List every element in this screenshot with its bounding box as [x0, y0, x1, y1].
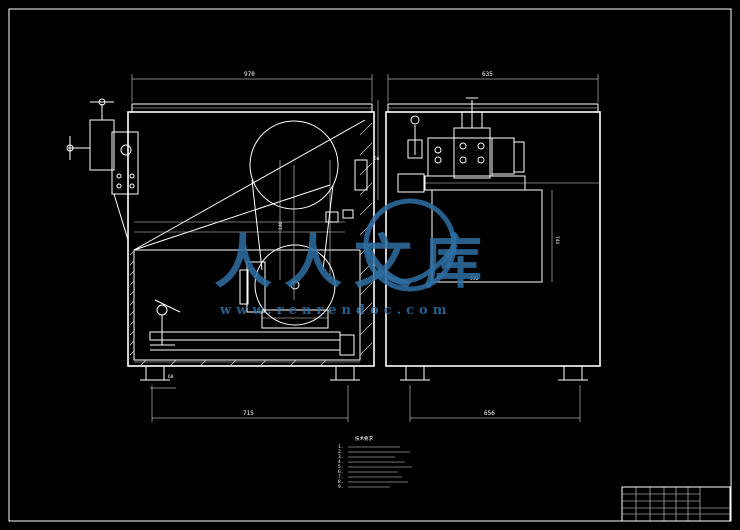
notes-title: 技术要求	[355, 435, 373, 442]
note-line: 6.	[338, 469, 343, 475]
side-feet	[400, 365, 588, 381]
dim-small-mid: 240	[278, 222, 284, 230]
note-line: 1.	[338, 444, 343, 450]
note-line: 2.	[338, 449, 343, 455]
dim-front-width: 970	[244, 71, 255, 78]
sheet-border	[8, 8, 732, 522]
note-line: 3.	[338, 454, 343, 460]
dim-side-width: 635	[482, 71, 493, 78]
note-line: 5.	[338, 464, 343, 470]
dim-side-bottom: 656	[484, 410, 495, 417]
note-line: 7.	[338, 474, 343, 480]
watermark: 人人文库 www.renrendoc.com	[214, 198, 494, 318]
front-view: 970	[66, 71, 380, 422]
note-line: 8.	[338, 479, 343, 485]
inner-tank	[431, 189, 543, 283]
front-feet: 60	[140, 365, 360, 389]
dim-right-small: 56	[374, 156, 380, 162]
watermark-url: www.renrendoc.com	[219, 303, 451, 318]
lower-pulley	[254, 244, 336, 326]
title-block	[621, 486, 731, 522]
dim-front-bottom: 715	[243, 410, 254, 417]
side-view: 635 744 550	[385, 71, 601, 422]
note-line: 9.	[338, 484, 343, 490]
valve-assembly	[66, 98, 139, 241]
dim-inner-height: 744	[554, 236, 560, 244]
dim-foot: 60	[168, 374, 174, 380]
technical-notes: 技术要求 1. 2. 3. 4. 5. 6. 7. 8. 9.	[338, 435, 412, 490]
dim-inner-width: 550	[470, 276, 478, 282]
watermark-title: 人人文库	[214, 228, 494, 296]
note-line: 4.	[338, 459, 343, 465]
